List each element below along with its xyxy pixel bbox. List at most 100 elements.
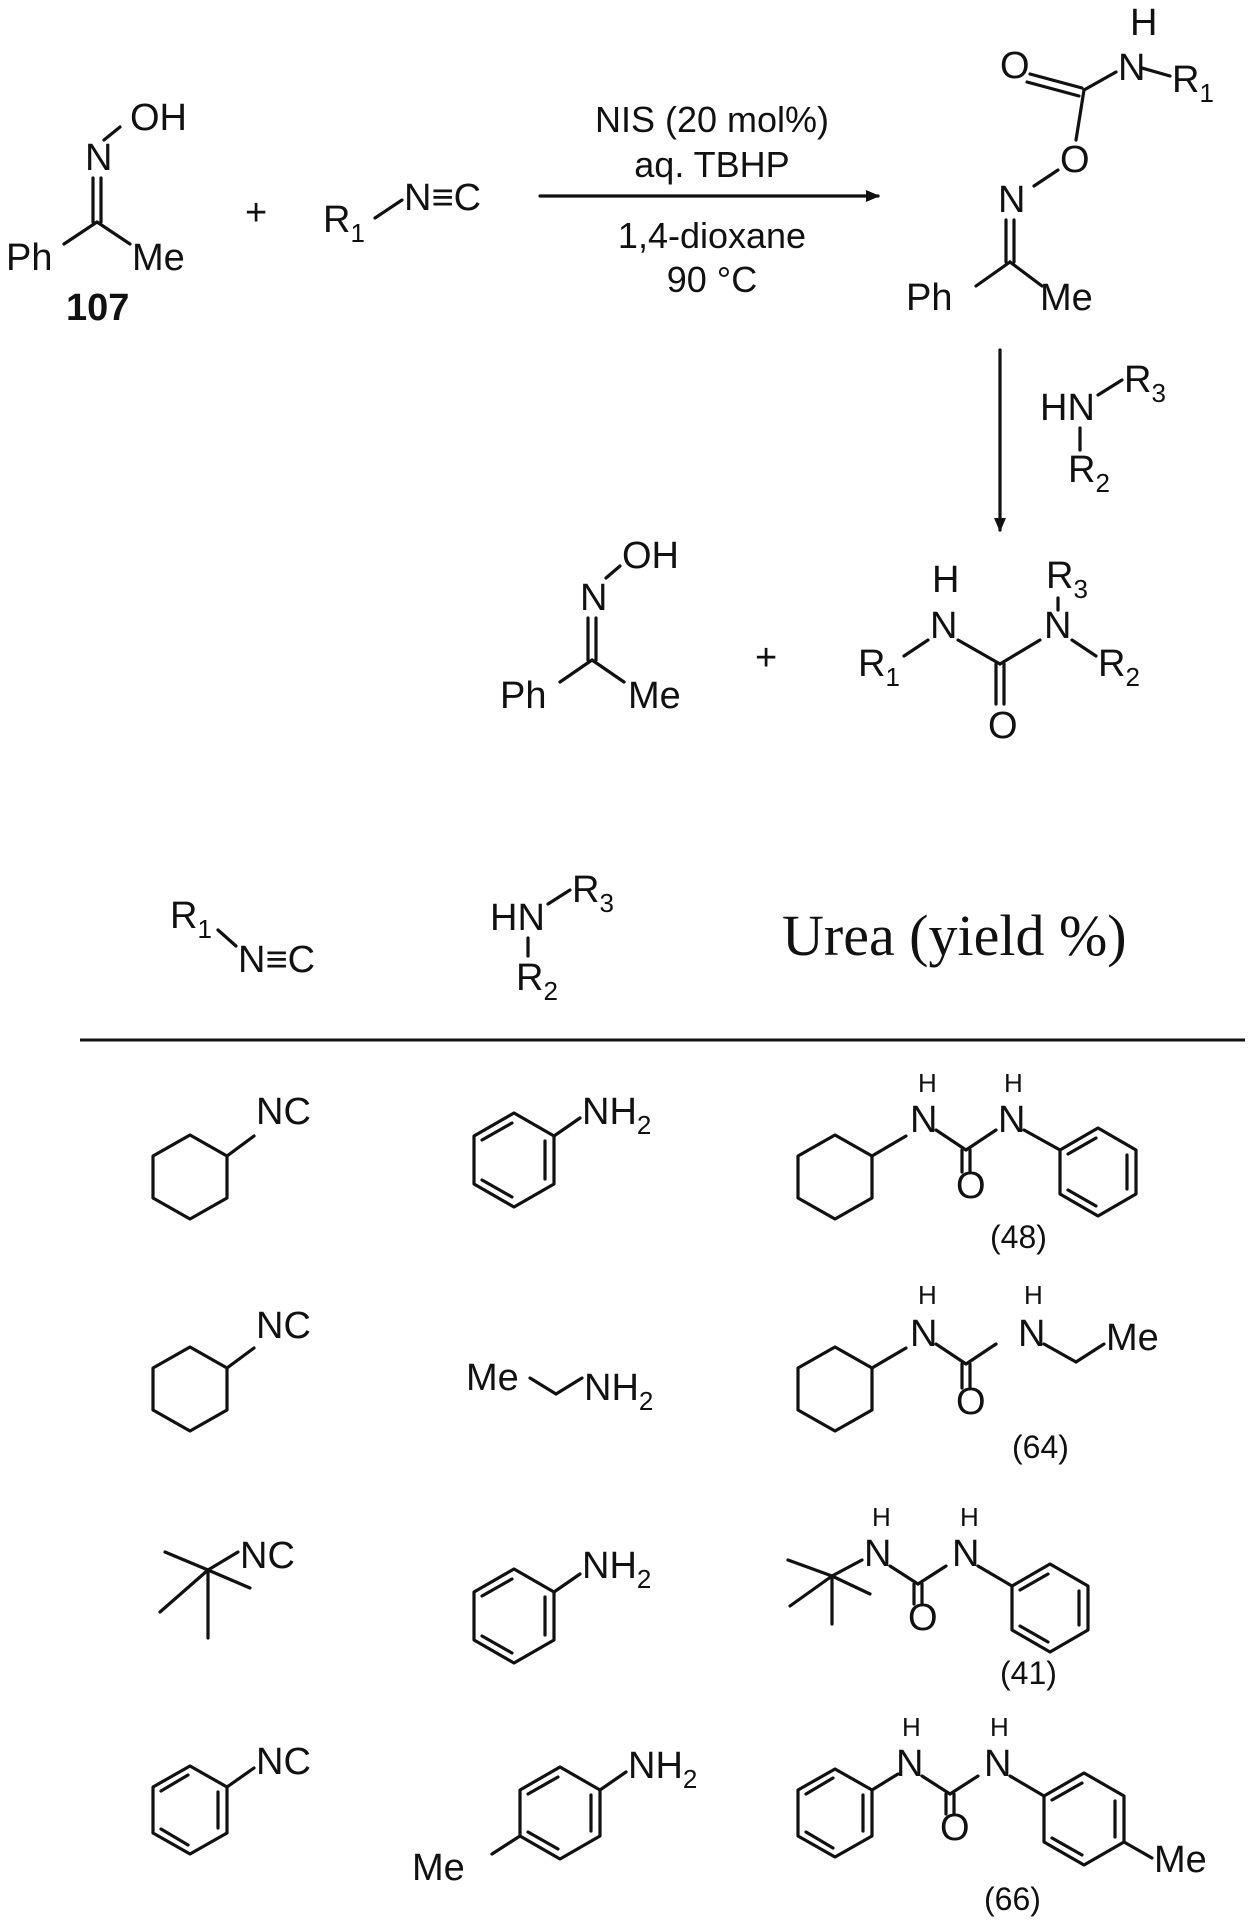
yield-label: (64) bbox=[1012, 1429, 1069, 1465]
ch2-me-bond bbox=[1074, 1342, 1106, 1364]
benzene-ring bbox=[151, 1764, 229, 1856]
me-label: Me bbox=[466, 1357, 519, 1399]
condition-solvent: 1,4-dioxane bbox=[618, 215, 806, 256]
reactant-oxime-107: OH N Ph Me 107 bbox=[6, 97, 187, 329]
row2-amine: Me NH2 bbox=[466, 1357, 653, 1416]
r1-label: R1 bbox=[1172, 59, 1214, 108]
h-label: H bbox=[1130, 2, 1157, 44]
c-o-ester-bond bbox=[1074, 88, 1086, 142]
o-label: O bbox=[956, 1165, 986, 1207]
n2-r2-bond bbox=[1070, 638, 1098, 658]
ph-label: Ph bbox=[6, 237, 52, 279]
n-c-bond bbox=[934, 1128, 968, 1152]
r3-label: R3 bbox=[1046, 555, 1088, 604]
n1-label: N bbox=[910, 1313, 937, 1355]
ring-me-bond bbox=[1122, 1840, 1154, 1860]
byproduct-oxime: OH N Ph Me bbox=[500, 535, 681, 717]
n-r3-bond bbox=[1096, 378, 1124, 397]
c-n-bond bbox=[916, 1564, 948, 1586]
n2-label: N bbox=[984, 1743, 1011, 1785]
aromatic-bond bbox=[1050, 1781, 1084, 1802]
aromatic-bond bbox=[480, 1634, 514, 1655]
o-ester-label: O bbox=[1060, 139, 1090, 181]
c-me-bond bbox=[590, 658, 626, 684]
n-label: N bbox=[85, 137, 112, 179]
h1-label: H bbox=[902, 1712, 921, 1742]
plus-sign-1: + bbox=[245, 192, 267, 234]
benzene-ring bbox=[518, 1765, 602, 1861]
row3-urea: H N O H N (41) bbox=[786, 1502, 1090, 1691]
ring-nc-bond bbox=[225, 1134, 256, 1158]
c-n2-bond bbox=[998, 638, 1042, 666]
c-ph-bond bbox=[558, 658, 594, 684]
row4-amine: NH2 Me bbox=[412, 1745, 697, 1889]
me-ch2-bond bbox=[528, 1376, 558, 1396]
r1-n-bond bbox=[373, 198, 404, 220]
c-me-bond bbox=[95, 220, 132, 246]
aromatic-bond bbox=[526, 1775, 560, 1796]
c-me-bond bbox=[788, 1574, 834, 1608]
ph-label: Ph bbox=[500, 675, 546, 717]
c-n-bond bbox=[964, 1342, 998, 1366]
h2-label: H bbox=[1004, 1068, 1023, 1098]
ring-n-bond bbox=[552, 1116, 582, 1138]
cyclohexane-ring bbox=[151, 1133, 229, 1221]
me-label: Me bbox=[1154, 1839, 1207, 1881]
aromatic-bond bbox=[480, 1178, 514, 1199]
h-label: H bbox=[932, 559, 959, 601]
oh-label: OH bbox=[622, 535, 679, 577]
ring-nc-bond bbox=[225, 1346, 256, 1370]
compound-number-107: 107 bbox=[66, 287, 129, 329]
header-urea-yield: Urea (yield %) bbox=[782, 903, 1127, 968]
cyclohexane-ring bbox=[796, 1345, 874, 1433]
table-header: R1 N≡C HN R3 R2 Urea (yield %) bbox=[80, 869, 1245, 1042]
yield-label: (48) bbox=[990, 1219, 1047, 1255]
header-isocyanide: R1 N≡C bbox=[170, 895, 315, 981]
me-label: Me bbox=[412, 1847, 465, 1889]
n-c-bond bbox=[934, 1342, 968, 1366]
o-n-bond bbox=[1032, 168, 1060, 188]
n2-label: N bbox=[952, 1533, 979, 1575]
o-label: O bbox=[940, 1807, 970, 1849]
c-me-bond bbox=[206, 1568, 252, 1590]
condition-catalyst: NIS (20 mol%) bbox=[595, 99, 829, 140]
aromatic-bond bbox=[526, 1830, 560, 1851]
table-row: NC NH2 H N O H N (48) bbox=[151, 1068, 1138, 1255]
r1-label: R1 bbox=[858, 643, 900, 692]
ring-n-bond bbox=[870, 1134, 908, 1158]
condition-oxidant: aq. TBHP bbox=[634, 144, 789, 185]
nc-label: N≡C bbox=[404, 177, 481, 219]
n-oxime-label: N bbox=[998, 179, 1025, 221]
row1-urea: H N O H N (48) bbox=[796, 1068, 1138, 1255]
ph-label: Ph bbox=[906, 277, 952, 319]
ring-n-bond bbox=[552, 1572, 582, 1594]
c-o-double-bond-b bbox=[1025, 80, 1081, 98]
o-carbonyl-label: O bbox=[1000, 45, 1030, 87]
plus-sign-2: + bbox=[755, 637, 777, 679]
n-o-bond bbox=[102, 125, 122, 142]
aromatic-bond bbox=[159, 1773, 190, 1793]
aromatic-bond bbox=[1066, 1188, 1098, 1208]
aromatic-bond bbox=[480, 1577, 514, 1598]
n2-label: N bbox=[1044, 605, 1071, 647]
condition-temperature: 90 °C bbox=[667, 259, 757, 300]
c-me-bond bbox=[1008, 260, 1044, 288]
n-ch2-bond bbox=[1042, 1342, 1078, 1364]
aromatic-bond bbox=[1066, 1136, 1098, 1156]
me-label: Me bbox=[132, 237, 185, 279]
nh2-label: NH2 bbox=[628, 1745, 697, 1794]
n1-c-bond bbox=[956, 638, 1002, 666]
c-nc-bond bbox=[206, 1550, 240, 1572]
row4-isocyanide: NC bbox=[151, 1741, 311, 1856]
me-label: Me bbox=[1106, 1317, 1159, 1359]
n-ring-bond bbox=[1022, 1128, 1062, 1152]
h1-label: H bbox=[872, 1502, 891, 1532]
row1-isocyanide: NC bbox=[151, 1091, 311, 1221]
reaction-arrow-1: NIS (20 mol%) aq. TBHP 1,4-dioxane 90 °C bbox=[538, 99, 880, 300]
c-n-bond bbox=[964, 1128, 998, 1152]
nh2-label: NH2 bbox=[584, 1367, 653, 1416]
yield-label: (66) bbox=[984, 1881, 1041, 1917]
c-me-bond bbox=[163, 1550, 210, 1572]
row4-urea: H N O H N Me (66) bbox=[796, 1712, 1207, 1917]
